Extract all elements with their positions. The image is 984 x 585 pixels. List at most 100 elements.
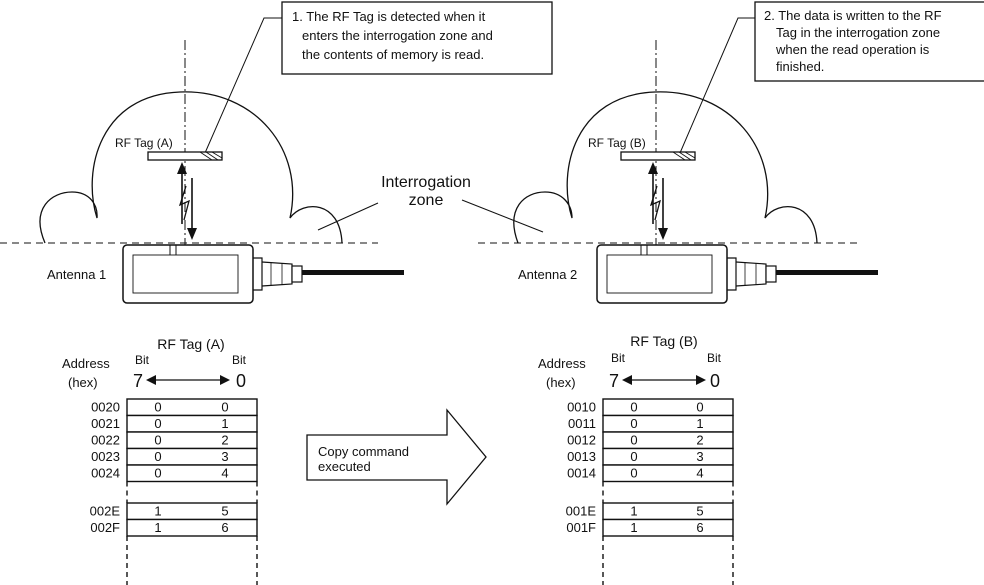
row-high-digit: 1 bbox=[630, 520, 637, 535]
zone-label-line-1: Interrogation bbox=[381, 174, 471, 191]
memory-row bbox=[602, 518, 734, 537]
copy-arrow-label-line-2: executed bbox=[318, 459, 371, 474]
right-address-label: Address bbox=[538, 356, 586, 371]
left-bit-high-label: Bit bbox=[135, 353, 150, 367]
callout-right-leader bbox=[679, 17, 755, 154]
left-rf-tag bbox=[147, 151, 223, 161]
row-low-digit: 0 bbox=[696, 400, 703, 415]
memory-row bbox=[602, 502, 734, 521]
copy-command-arrow: Copy command executed bbox=[306, 408, 487, 506]
row-low-digit: 3 bbox=[696, 449, 703, 464]
row-high-digit: 1 bbox=[630, 504, 637, 519]
left-bit-low-label: Bit bbox=[232, 353, 247, 367]
row-high-digit: 1 bbox=[154, 504, 161, 519]
zone-label-line-2: zone bbox=[409, 192, 444, 209]
callout-left-line-3: the contents of memory is read. bbox=[302, 47, 484, 62]
callout-right-line-2: Tag in the interrogation zone bbox=[776, 25, 940, 40]
right-tag-label: RF Tag (B) bbox=[588, 136, 646, 150]
callout-right-box bbox=[754, 1, 984, 82]
row-low-digit: 5 bbox=[221, 504, 228, 519]
row-address: 0020 bbox=[91, 400, 120, 415]
memory-row bbox=[602, 414, 734, 433]
row-low-digit: 6 bbox=[221, 520, 228, 535]
copy-arrow-label-line-1: Copy command bbox=[318, 444, 409, 459]
row-address: 0024 bbox=[91, 466, 120, 481]
right-bit-range-arrow bbox=[622, 375, 706, 385]
row-address: 0014 bbox=[567, 466, 596, 481]
callout-left-line-2: enters the interrogation zone and bbox=[302, 28, 493, 43]
row-low-digit: 1 bbox=[696, 416, 703, 431]
row-address: 0011 bbox=[568, 416, 596, 431]
memory-row bbox=[126, 518, 258, 537]
row-low-digit: 4 bbox=[221, 466, 228, 481]
row-address: 001E bbox=[566, 504, 597, 519]
left-bit-high: 7 bbox=[133, 371, 143, 391]
row-high-digit: 0 bbox=[154, 400, 161, 415]
right-interrogation-zone bbox=[513, 91, 818, 244]
memory-row bbox=[126, 431, 258, 450]
row-low-digit: 3 bbox=[221, 449, 228, 464]
zone-label-leader-left bbox=[317, 202, 379, 231]
row-address: 002F bbox=[90, 520, 120, 535]
memory-row bbox=[126, 502, 258, 521]
callout-right: 2. The data is written to the RF Tag in … bbox=[679, 1, 984, 154]
row-low-digit: 5 bbox=[696, 504, 703, 519]
left-interrogation-zone bbox=[39, 91, 343, 244]
callout-right-line-1: 2. The data is written to the RF bbox=[764, 8, 942, 23]
row-low-digit: 6 bbox=[696, 520, 703, 535]
row-high-digit: 0 bbox=[154, 433, 161, 448]
row-high-digit: 0 bbox=[630, 466, 637, 481]
right-memory-map: RF Tag (B) Address (hex) Bit Bit 7 0 001… bbox=[538, 333, 734, 585]
right-table-title: RF Tag (B) bbox=[630, 333, 697, 349]
left-bit-range-arrow bbox=[146, 375, 230, 385]
callout-left-box bbox=[281, 1, 553, 75]
callout-right-line-4: finished. bbox=[776, 59, 824, 74]
right-bit-low: 0 bbox=[710, 371, 720, 391]
left-memory-map: RF Tag (A) Address (hex) Bit Bit 7 0 002… bbox=[62, 336, 258, 585]
row-low-digit: 1 bbox=[221, 416, 228, 431]
row-address: 002E bbox=[90, 504, 121, 519]
memory-row bbox=[602, 447, 734, 466]
antenna-2 bbox=[596, 244, 878, 304]
left-communication-arrows bbox=[177, 162, 197, 240]
row-high-digit: 0 bbox=[630, 433, 637, 448]
row-address: 0021 bbox=[91, 416, 120, 431]
right-hex-label: (hex) bbox=[546, 375, 576, 390]
right-bit-high: 7 bbox=[609, 371, 619, 391]
memory-row bbox=[602, 431, 734, 450]
right-rf-tag bbox=[620, 151, 696, 161]
zone-label-leader-right bbox=[461, 199, 544, 233]
memory-row bbox=[602, 464, 734, 483]
antenna-2-label: Antenna 2 bbox=[518, 267, 577, 282]
row-address: 0022 bbox=[91, 433, 120, 448]
row-high-digit: 0 bbox=[154, 466, 161, 481]
row-address: 0012 bbox=[567, 433, 596, 448]
memory-row bbox=[126, 447, 258, 466]
right-communication-arrows bbox=[648, 162, 668, 240]
left-hex-label: (hex) bbox=[68, 375, 98, 390]
row-high-digit: 0 bbox=[630, 416, 637, 431]
right-bit-low-label: Bit bbox=[707, 351, 722, 365]
row-high-digit: 0 bbox=[154, 449, 161, 464]
left-bit-low: 0 bbox=[236, 371, 246, 391]
row-address: 001F bbox=[566, 520, 596, 535]
memory-row bbox=[126, 414, 258, 433]
row-low-digit: 0 bbox=[221, 400, 228, 415]
row-address: 0013 bbox=[567, 449, 596, 464]
row-low-digit: 2 bbox=[696, 433, 703, 448]
row-low-digit: 2 bbox=[221, 433, 228, 448]
callout-left-line-1: 1. The RF Tag is detected when it bbox=[292, 9, 486, 24]
row-high-digit: 0 bbox=[630, 400, 637, 415]
antenna-1 bbox=[122, 244, 404, 304]
left-tag-label: RF Tag (A) bbox=[115, 136, 173, 150]
memory-row bbox=[602, 398, 734, 417]
row-high-digit: 1 bbox=[154, 520, 161, 535]
left-table-title: RF Tag (A) bbox=[157, 336, 224, 352]
row-low-digit: 4 bbox=[696, 466, 703, 481]
copy-arrow-shape bbox=[306, 408, 487, 506]
callout-left: 1. The RF Tag is detected when it enters… bbox=[204, 1, 553, 154]
left-address-label: Address bbox=[62, 356, 110, 371]
